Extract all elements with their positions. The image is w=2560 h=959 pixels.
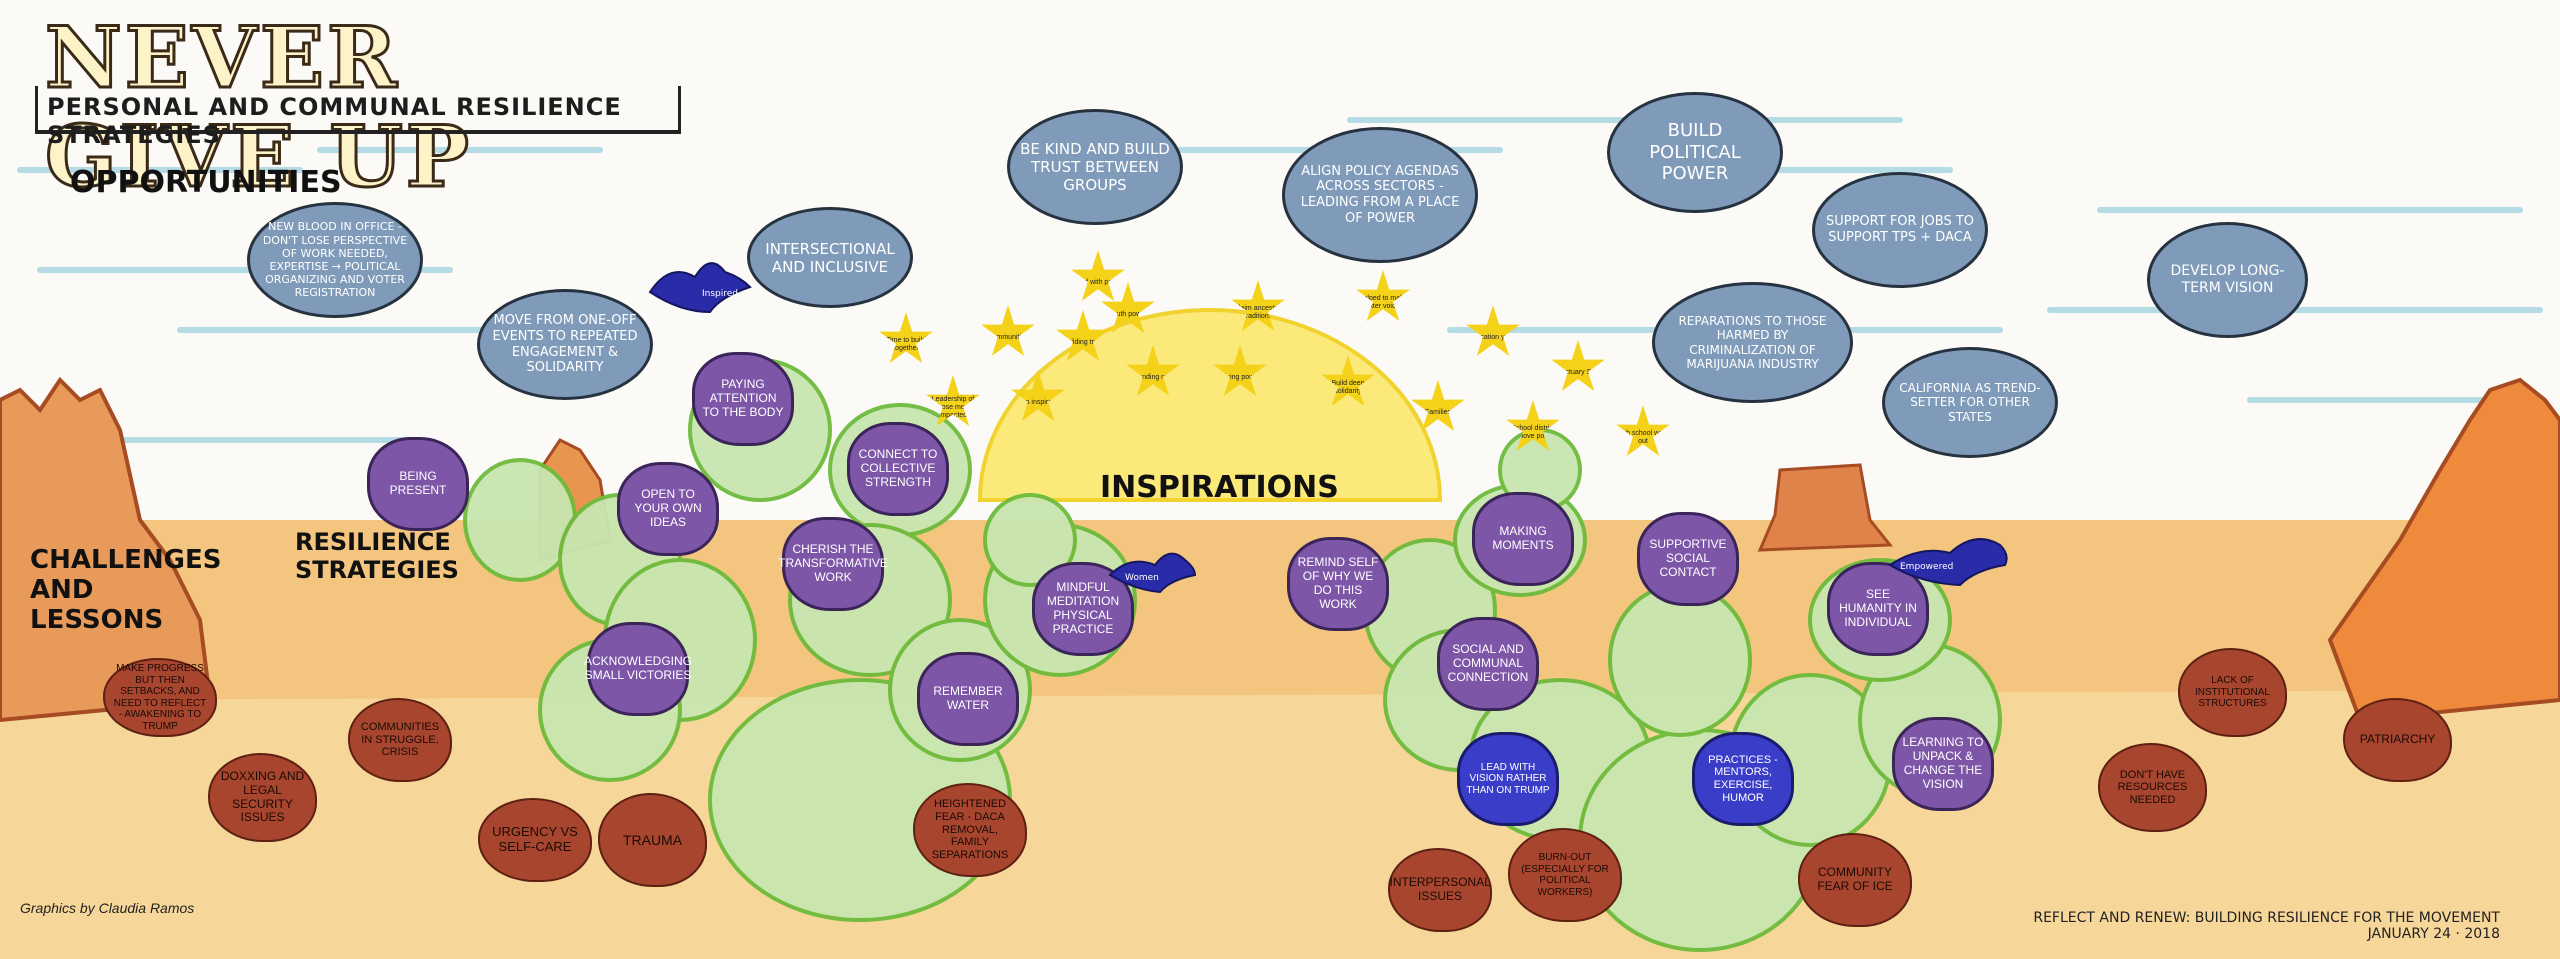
cloud-opportunity: Move from one-off events to repeated eng… xyxy=(480,292,650,397)
page-title: NEVER GIVE UP xyxy=(44,7,472,208)
inspirations-heading: INSPIRATIONS xyxy=(1100,470,1339,505)
flower-strategy: Remember water xyxy=(920,655,1016,743)
cloud-opportunity: Align policy agendas across sectors - le… xyxy=(1285,130,1475,260)
bird-icon: Inspired xyxy=(648,262,752,314)
flower-strategy: Supportive social contact xyxy=(1640,515,1736,603)
subtitle-frame xyxy=(35,86,681,134)
flower-strategy: Social and communal connection xyxy=(1440,620,1536,708)
rock-challenge: Don't have resources needed xyxy=(2100,745,2205,830)
flower-strategy: Being present xyxy=(370,440,466,528)
bird-label: Women xyxy=(1125,573,1159,583)
cloud-opportunity: Be kind and build trust between groups xyxy=(1010,112,1180,222)
cloud-opportunity: California as trend-setter for other sta… xyxy=(1885,350,2055,455)
rock-challenge: Make progress but then setbacks, and nee… xyxy=(105,660,215,735)
rock-challenge: Burn-out (especially for political worke… xyxy=(1510,830,1620,920)
cloud-opportunity: Support for jobs to support TPS + DACA xyxy=(1815,175,1985,285)
flower-strategy: Cherish the transformative work xyxy=(778,520,888,608)
title-block: NEVER GIVE UP PERSONAL and COMMUNAL RESI… xyxy=(35,7,681,208)
rock-challenge: Doxxing and legal security issues xyxy=(210,755,315,840)
event-title: REFLECT and RENEW: BUILDING RESILIENCE f… xyxy=(2033,910,2500,926)
flower-strategy: Acknowledging small victories xyxy=(584,625,692,713)
flower-strategy: Remind self of why we do this work xyxy=(1290,540,1386,628)
artist-credits: Graphics by Claudia Ramos xyxy=(20,900,195,916)
rock-challenge: Lack of institutional structures xyxy=(2180,650,2285,735)
opportunities-heading: OPPORTUNITIES xyxy=(70,165,342,200)
rock-challenge: Interpersonal issues xyxy=(1390,850,1491,930)
rock-challenge: Trauma xyxy=(600,795,705,885)
flower-strategy: Mindful meditation physical practice xyxy=(1035,565,1131,653)
rock-challenge: Communities in struggle, crisis xyxy=(350,700,450,780)
cloud-opportunity: Intersectional and inclusive xyxy=(750,210,910,305)
bird-icon: Women xyxy=(1108,552,1197,594)
rock-challenge: Patriarchy xyxy=(2345,700,2450,780)
challenges-heading: CHALLENGES and LESSONS xyxy=(30,545,222,635)
rock-challenge: Community fear of ICE xyxy=(1800,835,1910,925)
rock-challenge: Urgency vs self-care xyxy=(480,800,590,880)
flower-strategy: Connect to collective strength xyxy=(850,425,946,513)
bird-label: Inspired xyxy=(702,289,738,299)
bird-icon: Empowered xyxy=(1888,538,2008,587)
flower-strategy: See humanity in individual xyxy=(1830,565,1926,653)
bird-label: Empowered xyxy=(1900,562,1953,572)
page-subtitle: PERSONAL and COMMUNAL RESILIENCE STRATEG… xyxy=(47,93,622,149)
rock-challenge: Heightened fear - DACA removal, family s… xyxy=(915,785,1025,875)
resilience-heading: RESILIENCE STRATEGIES xyxy=(295,528,459,584)
flower-practices: Practices - mentors, exercise, humor xyxy=(1695,735,1791,823)
cloud-opportunity: New blood in office - Don't lose perspec… xyxy=(250,205,420,315)
event-date: JANUARY 24 · 2018 xyxy=(2367,926,2500,942)
event-footer: REFLECT and RENEW: BUILDING RESILIENCE f… xyxy=(2033,910,2500,942)
flower-strategy: Learning to unpack & change the vision xyxy=(1895,720,1991,808)
flower-strategy: Open to your own ideas xyxy=(620,465,716,553)
flower-vision: Lead with vision rather than on trump xyxy=(1460,735,1556,823)
cloud-opportunity: Build political power xyxy=(1610,95,1780,210)
flower-strategy: Paying attention to the body xyxy=(695,355,791,443)
cloud-opportunity: Develop long-term vision xyxy=(2150,225,2305,335)
cloud-opportunity: Reparations to those harmed by criminali… xyxy=(1655,285,1850,400)
flower-strategy: Making moments xyxy=(1475,495,1571,583)
